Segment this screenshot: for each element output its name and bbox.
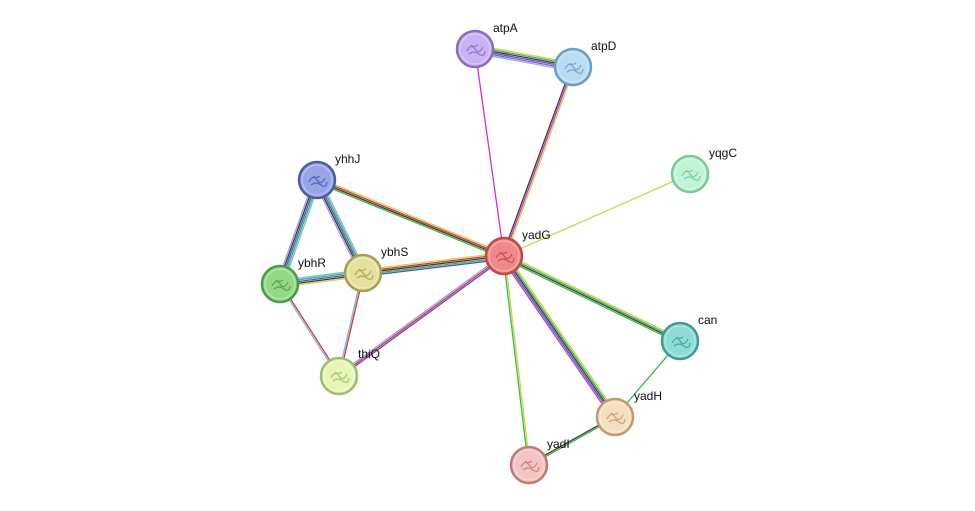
node-highlight (323, 360, 355, 392)
edge-ybhS-yadG (362, 252, 505, 277)
edge-line (316, 180, 504, 258)
protein-structure-icon (671, 336, 691, 349)
edge-line (317, 177, 506, 255)
edge-line (337, 254, 504, 376)
node-yadH[interactable]: yadH (595, 389, 662, 437)
node-yadG[interactable]: yadG (484, 228, 551, 276)
node-label-can: can (698, 313, 717, 327)
edge-line (503, 255, 616, 418)
node-label-atpA: atpA (493, 21, 518, 35)
protein-structure-icon (495, 251, 515, 264)
node-label-ybhR: ybhR (298, 256, 326, 270)
node-label-yadI: yadI (547, 437, 570, 451)
edge-yadG-yadI (502, 255, 531, 466)
node-highlight (513, 449, 545, 481)
node-yqgC[interactable]: yqgC (670, 146, 737, 194)
edge-yadG-can (502, 253, 682, 344)
node-yadI[interactable]: yadI (509, 437, 570, 485)
edge-line (502, 256, 529, 466)
edge-line (504, 253, 682, 340)
node-label-yadH: yadH (634, 389, 662, 403)
node-highlight (488, 240, 520, 272)
edge-thiQ-yadG (337, 254, 506, 378)
protein-structure-icon (354, 268, 374, 281)
edge-line (363, 258, 505, 277)
edge-line (504, 255, 531, 465)
edge-line (362, 252, 504, 271)
edge-line (362, 255, 505, 274)
edge-line (317, 178, 505, 256)
node-yhhJ[interactable]: yhhJ (297, 152, 360, 200)
node-label-yqgC: yqgC (709, 146, 737, 160)
node-atpA[interactable]: atpA (455, 21, 518, 69)
edge-yhhJ-yadG (315, 177, 506, 259)
edge-line (339, 256, 506, 378)
edge-atpD-yadG (501, 66, 576, 257)
node-highlight (664, 325, 696, 357)
node-layer: atpA atpD yqgC yhhJ yadG ybhS ybhR thiQ can yadH y… (260, 21, 737, 485)
edge-atpA-yadG (474, 48, 505, 257)
edge-line (474, 48, 505, 257)
node-highlight (674, 158, 706, 190)
node-atpD[interactable]: atpD (553, 39, 617, 87)
node-highlight (301, 164, 333, 196)
edge-line (503, 66, 574, 257)
node-highlight (599, 401, 631, 433)
protein-structure-icon (564, 62, 584, 75)
edge-line (504, 254, 617, 417)
edge-line (315, 181, 504, 259)
edge-line (506, 253, 619, 416)
edge-line (338, 255, 505, 377)
protein-structure-icon (308, 175, 328, 188)
edge-line (362, 253, 504, 273)
protein-structure-icon (681, 169, 701, 182)
node-label-yhhJ: yhhJ (335, 152, 360, 166)
node-highlight (347, 257, 379, 289)
node-label-thiQ: thiQ (358, 347, 380, 361)
node-ybhS[interactable]: ybhS (343, 245, 408, 293)
edge-line (502, 257, 680, 344)
node-thiQ[interactable]: thiQ (319, 347, 380, 396)
node-highlight (264, 268, 296, 300)
edge-yadG-yadH (500, 253, 619, 420)
node-can[interactable]: can (660, 313, 717, 361)
edge-line (363, 256, 505, 276)
protein-structure-icon (330, 371, 350, 384)
node-highlight (459, 33, 491, 65)
protein-structure-icon (520, 460, 540, 473)
node-label-ybhS: ybhS (381, 245, 408, 259)
node-highlight (557, 51, 589, 83)
node-label-atpD: atpD (591, 39, 617, 53)
edge-line (504, 67, 576, 257)
protein-structure-icon (271, 279, 291, 292)
edge-line (504, 254, 681, 341)
protein-structure-icon (466, 44, 486, 57)
edge-layer (276, 44, 691, 467)
node-label-yadG: yadG (522, 228, 551, 242)
node-ybhR[interactable]: ybhR (260, 256, 326, 304)
edge-yqgC-yadG (503, 173, 691, 257)
edge-line (501, 66, 573, 256)
edge-line (503, 173, 691, 257)
edge-line (502, 256, 615, 419)
edge-line (500, 257, 613, 420)
protein-structure-icon (606, 412, 626, 425)
edge-line (503, 256, 680, 343)
